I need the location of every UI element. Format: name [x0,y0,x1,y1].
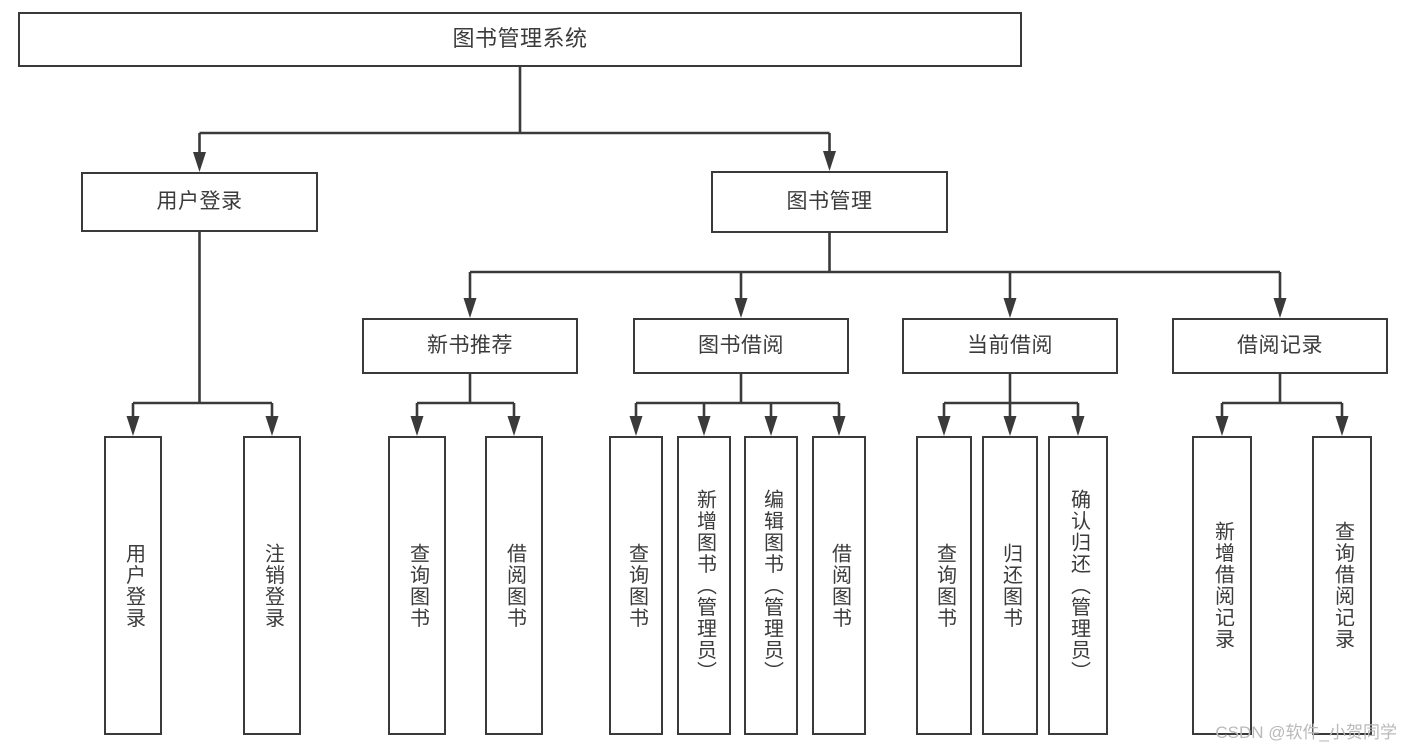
conn-current-borrow-arrow-1 [1003,416,1017,436]
node-label: 借阅记录 [1237,334,1323,358]
node-leaf-borrow-query[interactable]: 查询图书 [609,436,663,735]
conn-book-borrow-arrow-0 [629,416,643,436]
node-leaf-borrow-lend[interactable]: 借阅图书 [812,436,866,735]
node-label: 注销登录 [261,542,284,629]
conn-borrow-record-arrow-1 [1335,416,1349,436]
node-label: 归还图书 [999,542,1022,629]
node-leaf-cur-return[interactable]: 归还图书 [982,436,1038,735]
node-leaf-cur-query[interactable]: 查询图书 [916,436,972,735]
node-new-book-rec[interactable]: 新书推荐 [362,318,578,374]
node-label: 新增借阅记录 [1211,521,1234,650]
node-label: 图书管理 [786,190,873,214]
node-leaf-borrow-edit[interactable]: 编辑图书（管理员） [744,436,798,735]
conn-current-borrow-arrow-2 [1071,416,1085,436]
conn-book-manage-arrow-3 [1273,298,1287,318]
node-label: 新书推荐 [427,334,513,358]
node-leaf-borrow-add[interactable]: 新增图书（管理员） [677,436,731,735]
node-user-login[interactable]: 用户登录 [81,172,318,232]
node-leaf-rec-borrow[interactable]: 借阅图书 [485,436,543,735]
conn-borrow-record-arrow-0 [1215,416,1229,436]
node-leaf-rec-query[interactable]: 查询图书 [388,436,446,735]
node-leaf-cur-confirm[interactable]: 确认归还（管理员） [1048,436,1108,735]
conn-new-book-rec-arrow-0 [410,416,424,436]
node-label: 查询图书 [625,542,648,629]
node-label: 借阅图书 [503,542,526,629]
node-label: 借阅图书 [828,542,851,629]
watermark-text: CSDN @软件_小贺同学 [1215,723,1397,742]
node-book-manage[interactable]: 图书管理 [711,171,948,233]
conn-book-borrow-arrow-2 [764,416,778,436]
node-leaf-rec-add[interactable]: 新增借阅记录 [1192,436,1252,735]
node-label: 当前借阅 [967,334,1053,358]
node-label: 图书借阅 [698,334,784,358]
node-root[interactable]: 图书管理系统 [18,12,1022,67]
node-label: 查询借阅记录 [1331,521,1354,650]
node-label: 查询图书 [406,542,429,629]
conn-book-borrow-arrow-3 [832,416,846,436]
node-label: 编辑图书（管理员） [760,488,783,683]
conn-book-borrow-arrow-1 [697,416,711,436]
node-label: 新增图书（管理员） [693,488,716,683]
node-book-borrow[interactable]: 图书借阅 [633,318,849,374]
conn-user-login-arrow-0 [126,416,140,436]
node-leaf-user-login[interactable]: 用户登录 [104,436,162,735]
node-label: 查询图书 [933,542,956,629]
conn-book-manage-arrow-2 [1003,298,1017,318]
node-label: 用户登录 [156,190,243,214]
node-leaf-rec-search[interactable]: 查询借阅记录 [1312,436,1372,735]
node-current-borrow[interactable]: 当前借阅 [902,318,1118,374]
conn-new-book-rec-arrow-1 [507,416,521,436]
conn-current-borrow-arrow-0 [937,416,951,436]
node-label: 用户登录 [122,542,145,629]
conn-user-login-arrow-1 [265,416,279,436]
node-borrow-record[interactable]: 借阅记录 [1172,318,1388,374]
conn-root-arrow-0 [193,152,206,172]
node-label: 确认归还（管理员） [1067,488,1090,683]
node-leaf-user-logout[interactable]: 注销登录 [243,436,301,735]
node-label: 图书管理系统 [452,26,588,52]
conn-book-manage-arrow-0 [463,298,477,318]
conn-book-manage-arrow-1 [734,298,748,318]
conn-root-arrow-1 [823,151,836,171]
